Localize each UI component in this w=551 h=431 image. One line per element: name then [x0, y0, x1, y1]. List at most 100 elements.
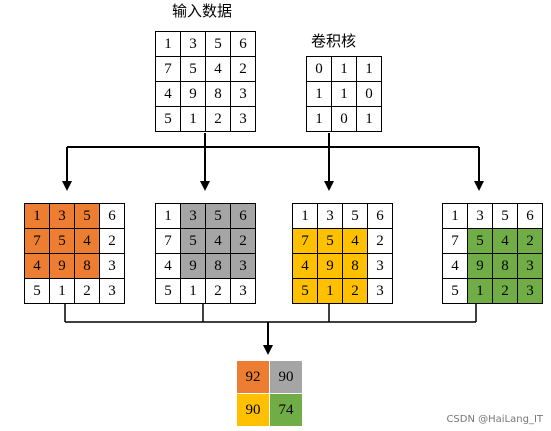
matrix-cell: 1: [180, 106, 206, 132]
matrix-cell: 2: [99, 228, 125, 254]
matrix-cell: 7: [155, 56, 181, 82]
matrix-cell: 4: [155, 253, 181, 279]
matrix-cell: 90: [269, 360, 303, 394]
matrix-cell: 7: [442, 228, 468, 254]
matrix-cell: 2: [205, 278, 231, 304]
matrix-cell: 2: [230, 56, 256, 82]
matrix-cell: 90: [236, 393, 270, 427]
matrix-cell: 2: [230, 228, 256, 254]
matrix-cell: 5: [205, 31, 231, 57]
matrix-cell: 5: [467, 228, 493, 254]
kernel-label: 卷积核: [311, 32, 357, 50]
matrix-cell: 3: [230, 253, 256, 279]
matrix-cell: 9: [180, 253, 206, 279]
matrix-cell: 5: [180, 228, 206, 254]
matrix-cell: 4: [205, 228, 231, 254]
matrix-cell: 1: [306, 81, 332, 107]
input-data-label: 输入数据: [172, 2, 233, 20]
matrix-cell: 2: [367, 228, 393, 254]
matrix-cell: 7: [292, 228, 318, 254]
matrix-cell: 7: [155, 228, 181, 254]
matrix-cell: 6: [517, 203, 543, 229]
matrix-cell: 6: [99, 203, 125, 229]
matrix-cell: 5: [49, 228, 75, 254]
matrix-cell: 3: [517, 253, 543, 279]
matrix-cell: 3: [230, 106, 256, 132]
matrix-cell: 0: [306, 56, 332, 82]
matrix-cell: 8: [342, 253, 368, 279]
matrix-cell: 1: [49, 278, 75, 304]
matrix-cell: 3: [99, 253, 125, 279]
matrix-cell: 9: [467, 253, 493, 279]
matrix-cell: 5: [292, 278, 318, 304]
matrix-cell: 8: [205, 81, 231, 107]
matrix-cell: 1: [292, 203, 318, 229]
matrix-cell: 2: [342, 278, 368, 304]
matrix-cell: 4: [342, 228, 368, 254]
matrix-cell: 3: [467, 203, 493, 229]
matrix-cell: 2: [517, 228, 543, 254]
matrix-cell: 5: [342, 203, 368, 229]
watermark: CSDN @HaiLang_IT: [446, 414, 543, 425]
matrix-cell: 3: [367, 278, 393, 304]
matrix-cell: 8: [205, 253, 231, 279]
matrix-cell: 2: [492, 278, 518, 304]
matrix-cell: 5: [492, 203, 518, 229]
matrix-cell: 2: [205, 106, 231, 132]
matrix-cell: 5: [74, 203, 100, 229]
matrix-cell: 5: [155, 278, 181, 304]
matrix-cell: 0: [331, 106, 357, 132]
matrix-cell: 4: [292, 253, 318, 279]
matrix-cell: 1: [467, 278, 493, 304]
matrix-cell: 4: [74, 228, 100, 254]
matrix-cell: 1: [180, 278, 206, 304]
matrix-cell: 8: [74, 253, 100, 279]
matrix-cell: 1: [442, 203, 468, 229]
matrix-cell: 3: [180, 203, 206, 229]
matrix-cell: 5: [180, 56, 206, 82]
matrix-cell: 6: [367, 203, 393, 229]
matrix-cell: 5: [317, 228, 343, 254]
matrix-cell: 5: [442, 278, 468, 304]
matrix-cell: 3: [367, 253, 393, 279]
matrix-cell: 1: [155, 203, 181, 229]
matrix-cell: 9: [180, 81, 206, 107]
matrix-cell: 3: [49, 203, 75, 229]
matrix-cell: 74: [269, 393, 303, 427]
matrix-cell: 5: [24, 278, 50, 304]
matrix-cell: 4: [492, 228, 518, 254]
matrix-cell: 3: [517, 278, 543, 304]
matrix-cell: 3: [99, 278, 125, 304]
matrix-cell: 8: [492, 253, 518, 279]
matrix-cell: 4: [442, 253, 468, 279]
matrix-cell: 3: [180, 31, 206, 57]
